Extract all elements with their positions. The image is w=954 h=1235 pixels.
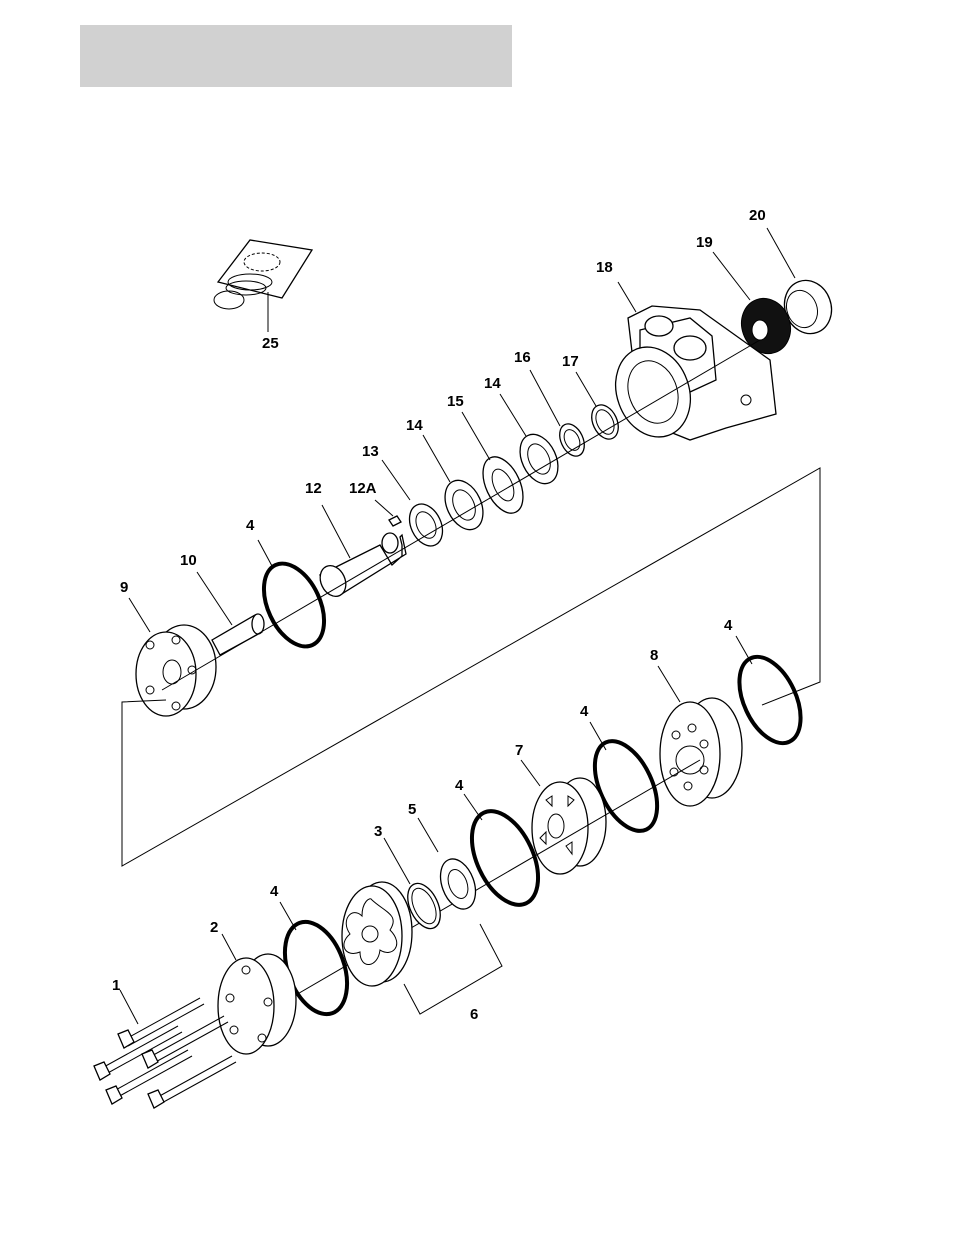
callout-14-lower: 14 <box>406 417 423 434</box>
callout-4-upper: 4 <box>246 517 255 534</box>
callout-6: 6 <box>470 1006 478 1023</box>
callout-4-lower-middle: 4 <box>455 777 464 794</box>
callout-9: 9 <box>120 579 128 596</box>
callout-18: 18 <box>596 259 613 276</box>
callout-4-middle: 4 <box>580 703 589 720</box>
callout-7: 7 <box>515 742 523 759</box>
callout-20: 20 <box>749 207 766 224</box>
callout-12: 12 <box>305 480 322 497</box>
callout-3: 3 <box>374 823 382 840</box>
key-part-12A <box>375 500 401 526</box>
bracket-part-6 <box>404 924 502 1014</box>
axis-line-lower <box>270 760 700 1010</box>
callout-25: 25 <box>262 335 279 352</box>
callout-5: 5 <box>408 801 416 818</box>
callout-12A: 12A <box>349 480 377 497</box>
callout-10: 10 <box>180 552 197 569</box>
callout-4-right: 4 <box>724 617 733 634</box>
callout-4-lower: 4 <box>270 883 279 900</box>
bolts-part-1 <box>94 990 236 1108</box>
o-ring-part-4-upper <box>252 540 336 656</box>
callout-2: 2 <box>210 919 218 936</box>
callout-15: 15 <box>447 393 464 410</box>
callout-17: 17 <box>562 353 579 370</box>
callout-14-upper: 14 <box>484 375 501 392</box>
rotor-set-part-8 <box>658 666 742 806</box>
seal-kit-bag <box>214 240 312 332</box>
callout-8: 8 <box>650 647 658 664</box>
end-plate-part-9 <box>129 598 216 716</box>
callout-1: 1 <box>112 977 120 994</box>
callout-19: 19 <box>696 234 713 251</box>
callout-16: 16 <box>514 349 531 366</box>
callout-13: 13 <box>362 443 379 460</box>
